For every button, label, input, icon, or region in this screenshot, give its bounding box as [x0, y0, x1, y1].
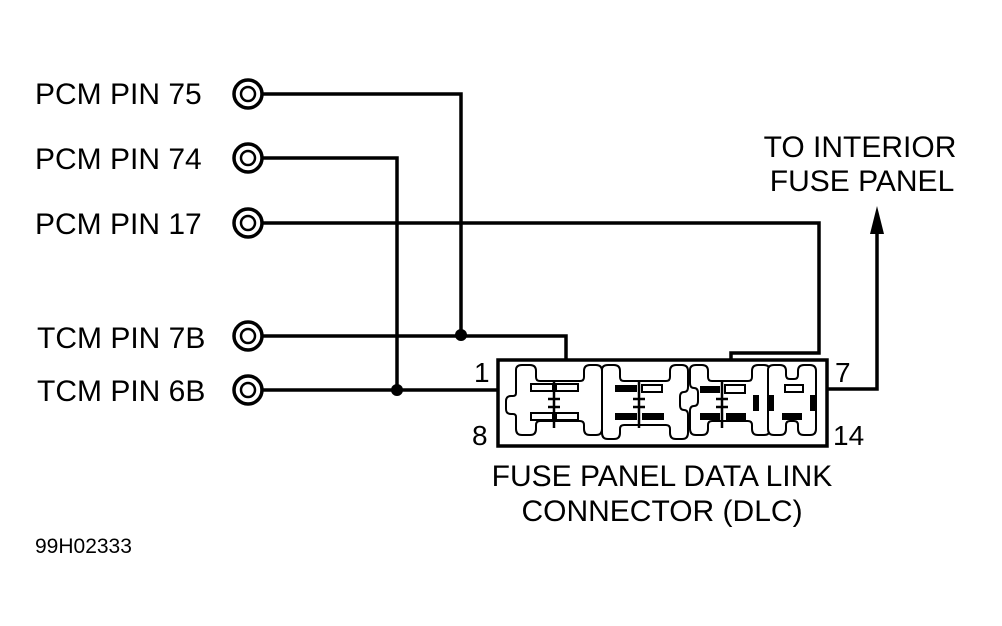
dlc-pin-label-8: 8: [472, 420, 488, 451]
terminal-label-pcm17: PCM PIN 17: [35, 208, 202, 241]
dlc-connector: [496, 358, 829, 448]
dlc-pin-label-7: 7: [835, 357, 851, 388]
splice-dot-pcm75-tcm7b: [455, 329, 467, 341]
destination-line2: FUSE PANEL: [770, 165, 955, 198]
dlc-pin-label-1: 1: [474, 357, 490, 388]
connector-name-line1: FUSE PANEL DATA LINK: [492, 460, 833, 493]
figure-id: 99H02333: [35, 535, 132, 558]
terminal-circle-pcm17: [232, 207, 264, 239]
terminal-label-tcm7b: TCM PIN 7B: [37, 322, 205, 355]
terminal-circle-tcm7b: [232, 320, 264, 352]
dlc-pin-label-14: 14: [833, 420, 864, 451]
terminal-circle-pcm74: [232, 142, 264, 174]
terminal-label-tcm6b: TCM PIN 6B: [37, 375, 205, 408]
terminal-label-pcm74: PCM PIN 74: [35, 143, 202, 176]
dlc-cavity-section-4: [767, 364, 817, 436]
destination-line1: TO INTERIOR: [764, 131, 957, 164]
wire-pcm75: [262, 92, 463, 335]
dlc-cavity-section-2: [601, 364, 689, 440]
terminal-label-pcm75: PCM PIN 75: [35, 78, 202, 111]
arrow-up-icon: [870, 206, 884, 234]
terminal-circle-pcm75: [232, 78, 264, 110]
wire-pcm74: [262, 156, 399, 390]
terminal-circle-tcm6b: [232, 374, 264, 406]
connector-name-line2: CONNECTOR (DLC): [521, 495, 802, 528]
splice-dot-pcm74-tcm6b: [391, 384, 403, 396]
wire-dlc-pin7: [806, 228, 879, 391]
